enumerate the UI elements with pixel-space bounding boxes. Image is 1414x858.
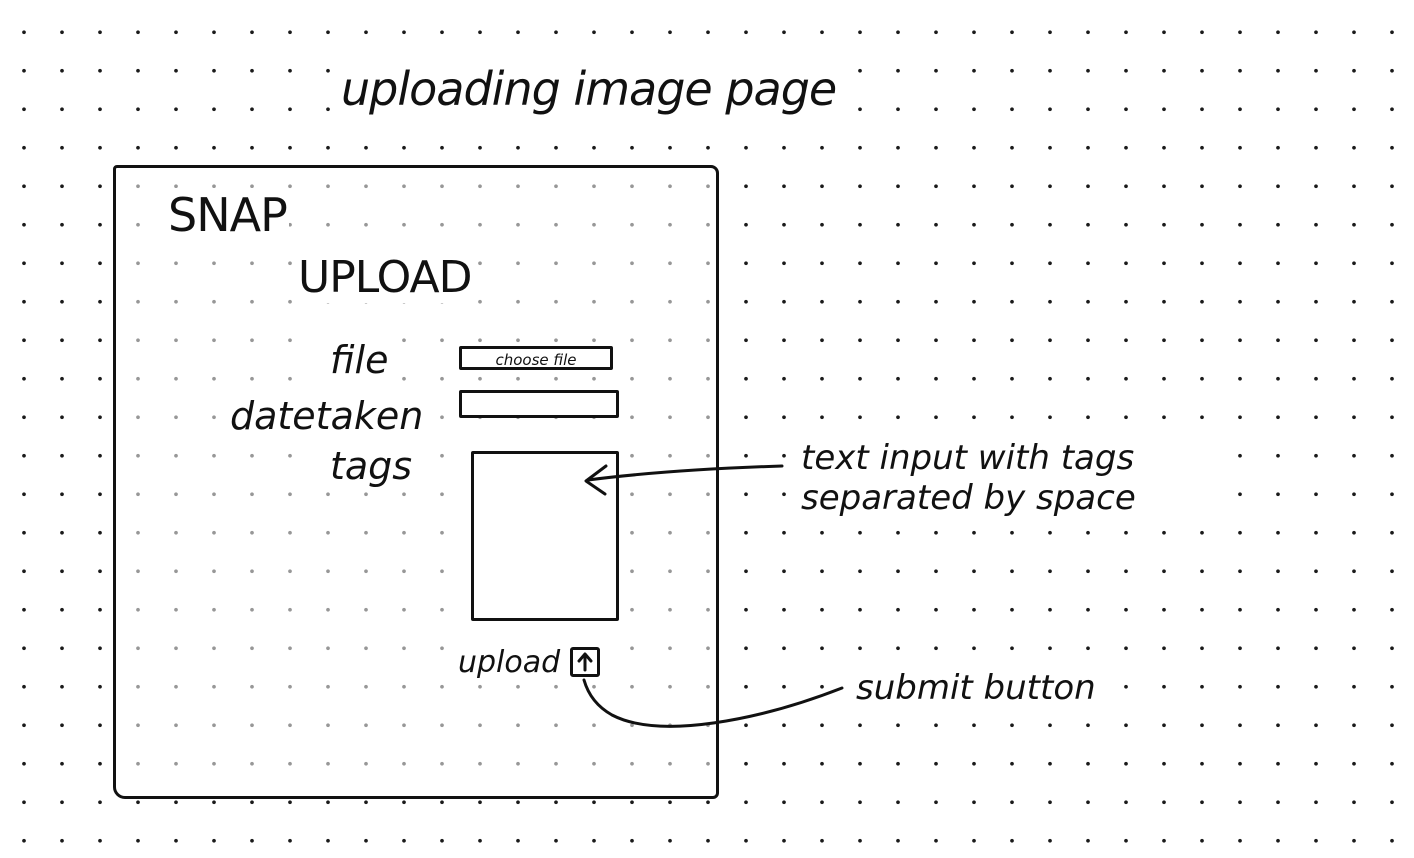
- upload-submit-button[interactable]: upload: [454, 642, 605, 682]
- date-taken-input[interactable]: [459, 390, 619, 418]
- sketch-heading: uploading image page: [335, 62, 843, 116]
- tags-label: tags: [326, 444, 417, 488]
- tags-textarea[interactable]: [471, 451, 619, 621]
- date-taken-label: datetaken: [226, 394, 428, 438]
- tags-annotation-note: text input with tags separated by space: [795, 438, 1227, 518]
- file-label: file: [326, 338, 393, 382]
- page-title: UPLOAD: [296, 252, 474, 303]
- submit-annotation-note: submit button: [850, 668, 1102, 708]
- upload-arrow-icon: [570, 647, 601, 677]
- choose-file-button[interactable]: choose file: [459, 346, 613, 370]
- page-frame: SNAP UPLOAD file choose file datetaken t…: [113, 165, 719, 799]
- upload-button-label: upload: [458, 644, 561, 680]
- brand-logo-text[interactable]: SNAP: [166, 188, 289, 242]
